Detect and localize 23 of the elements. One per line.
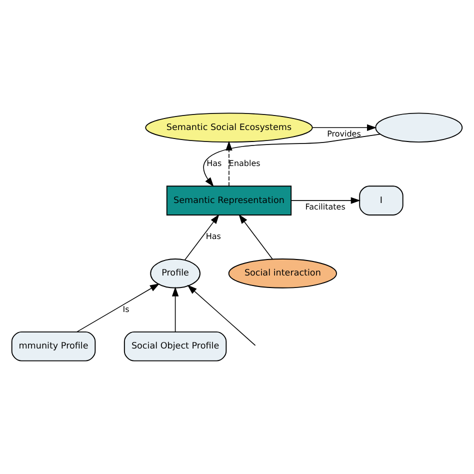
arrow — [203, 134, 380, 187]
arrow — [226, 140, 232, 186]
node-box: I — [359, 186, 404, 216]
node-ellipse: Profile — [150, 258, 200, 288]
node-ellipse — [375, 112, 463, 143]
node-ellipse: Social interaction — [228, 258, 337, 288]
arrow — [238, 214, 273, 260]
edge-label: Is — [122, 304, 130, 314]
node-box: Semantic Representation — [166, 186, 292, 216]
node-box: mmunity Profile — [11, 331, 96, 362]
arrow — [290, 197, 360, 204]
node-ellipse: Semantic Social Ecosystems — [145, 112, 313, 143]
arrow — [312, 124, 377, 131]
edge-label: Has — [206, 232, 221, 242]
arrow — [76, 283, 160, 332]
node-box: Social Object Profile — [124, 331, 227, 362]
arrow — [187, 284, 256, 346]
edge-label: Provides — [327, 129, 361, 138]
edge-label: Enables — [228, 159, 260, 168]
arrow — [172, 286, 179, 332]
arrow — [184, 214, 220, 260]
edge-label: Facilitates — [305, 202, 346, 212]
edge-label: Has — [206, 159, 222, 168]
